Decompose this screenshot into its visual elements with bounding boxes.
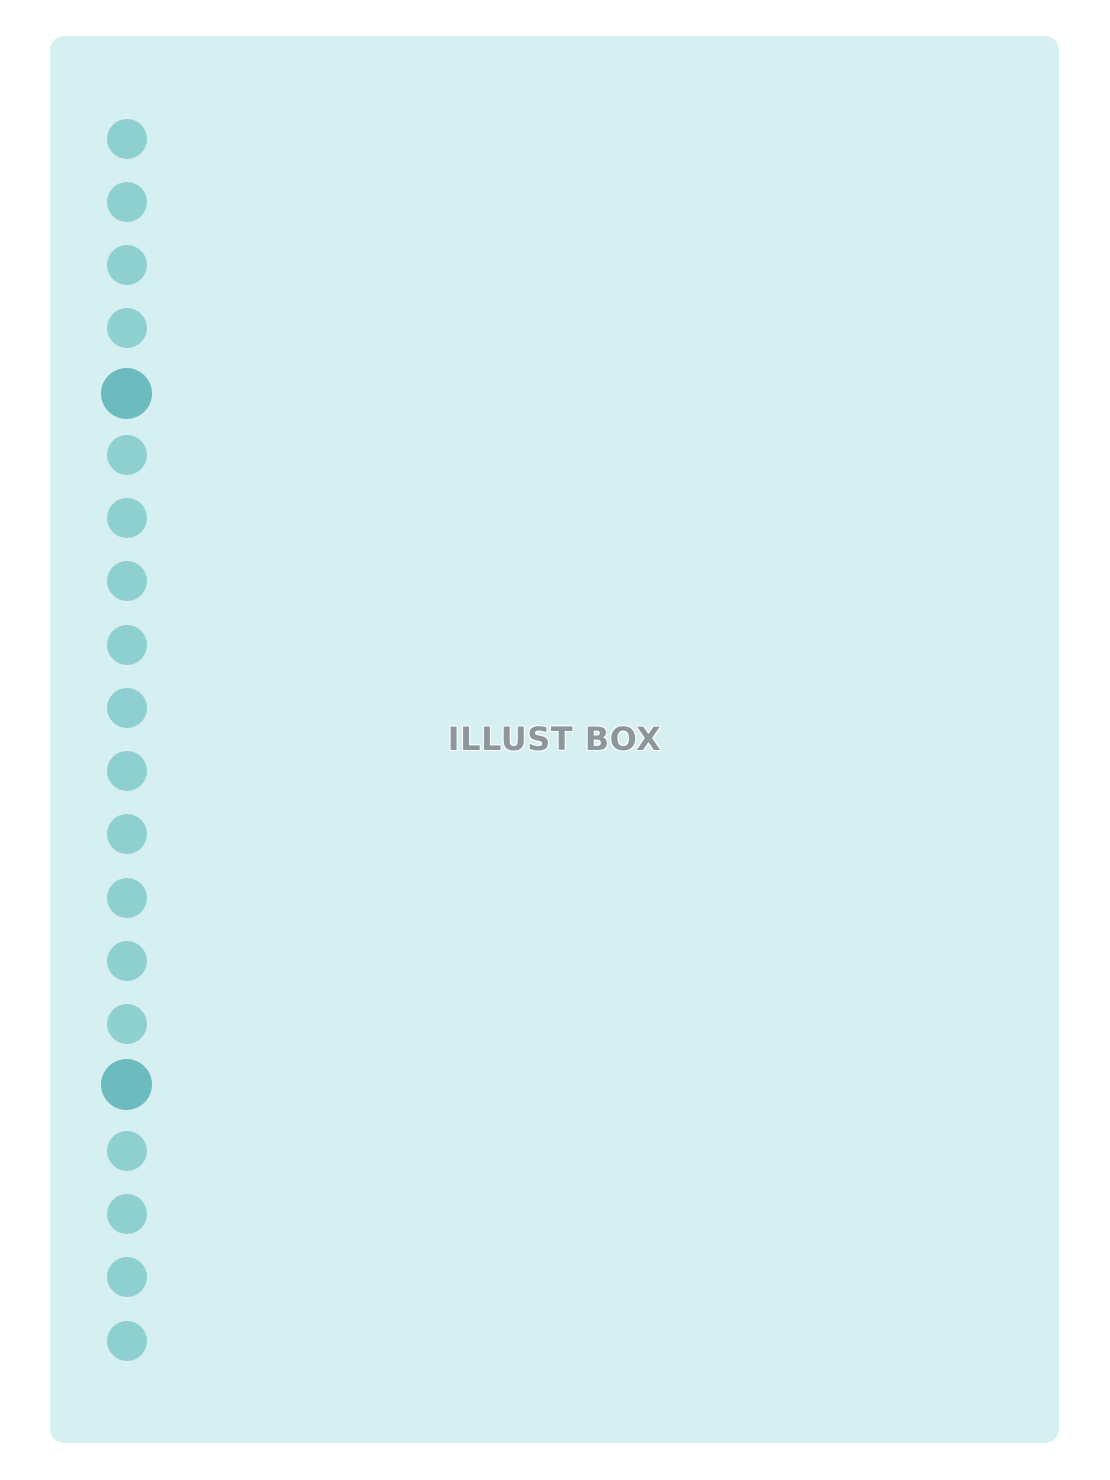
binder-hole bbox=[107, 1131, 147, 1171]
binder-hole bbox=[107, 1004, 147, 1044]
binder-hole bbox=[107, 498, 147, 538]
binder-hole bbox=[107, 1194, 147, 1234]
binder-hole bbox=[107, 1321, 147, 1361]
binder-hole bbox=[107, 182, 147, 222]
binder-hole-accent bbox=[101, 368, 152, 419]
binder-holes bbox=[50, 36, 200, 1443]
binder-hole bbox=[107, 308, 147, 348]
binder-hole bbox=[107, 119, 147, 159]
binder-hole bbox=[107, 561, 147, 601]
binder-hole bbox=[107, 941, 147, 981]
binder-hole bbox=[107, 688, 147, 728]
binder-hole bbox=[107, 625, 147, 665]
binder-hole bbox=[107, 814, 147, 854]
binder-hole bbox=[107, 1257, 147, 1297]
binder-hole bbox=[107, 435, 147, 475]
binder-hole bbox=[107, 751, 147, 791]
notebook-page: ILLUST BOX bbox=[50, 36, 1059, 1443]
binder-hole bbox=[107, 245, 147, 285]
binder-hole bbox=[107, 878, 147, 918]
watermark-text: ILLUST BOX bbox=[447, 720, 662, 758]
binder-hole-accent bbox=[101, 1059, 152, 1110]
